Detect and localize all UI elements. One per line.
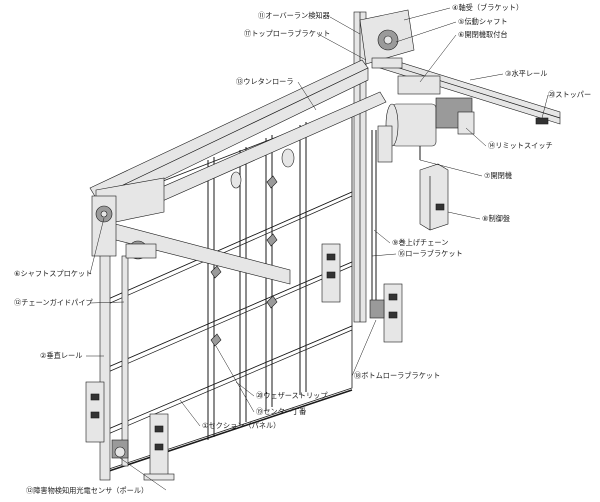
top-right-assembly bbox=[359, 9, 441, 95]
chain-guide-pipe bbox=[121, 255, 129, 467]
vertical-rails bbox=[99, 11, 367, 481]
chain-housing bbox=[377, 125, 393, 163]
label-overrun-sensor: ⑪オーバーラン検知器 bbox=[258, 11, 330, 20]
label-opener-mount: ⑥開閉機取付台 bbox=[458, 30, 508, 39]
label-opener: ⑦開閉機 bbox=[484, 171, 512, 180]
label-stopper: ⑳ストッパー bbox=[548, 90, 591, 99]
label-bottom-roller-bracket: ⑱ボトムローラブラケット bbox=[354, 371, 440, 380]
label-horizontal-rail: ③水平レール bbox=[505, 69, 547, 78]
leader-lines bbox=[86, 7, 549, 491]
urethane-roller bbox=[281, 148, 295, 168]
opener-motor bbox=[391, 103, 437, 147]
label-control-panel: ⑧制御盤 bbox=[482, 214, 510, 223]
center-hinge-marks bbox=[210, 175, 278, 347]
label-bearing-bracket: ④軸受（ブラケット） bbox=[452, 3, 523, 12]
shaft-sprocket-assembly bbox=[91, 195, 157, 260]
label-chain-guide-pipe: ⑫チェーンガイドパイプ bbox=[14, 298, 94, 307]
label-weather-strip: ⑳ウェザーストリップ bbox=[256, 391, 328, 400]
header-structure bbox=[89, 55, 561, 285]
weather-strip bbox=[105, 389, 353, 473]
label-top-roller-bracket: ⑰トップローラブラケット bbox=[244, 29, 330, 38]
label-shaft-sprocket: ⑥シャフトスプロケット bbox=[14, 269, 92, 278]
labels: ⑪オーバーラン検知器 ④軸受（ブラケット） ⑤伝動シャフト ⑥開閉機取付台 ⑰ト… bbox=[14, 3, 591, 495]
bottom-roller-bracket bbox=[369, 299, 385, 319]
label-urethane-roller: ⑬ウレタンローラ bbox=[236, 77, 294, 86]
control-panel bbox=[419, 163, 449, 231]
label-center-hinge: ⑲センター丁番 bbox=[256, 407, 306, 416]
label-lift-chain: ⑨巻上げチェーン bbox=[392, 238, 448, 247]
stopper bbox=[535, 117, 549, 125]
label-roller-bracket: ⑯ローラブラケット bbox=[398, 249, 463, 258]
label-drive-shaft: ⑤伝動シャフト bbox=[458, 17, 508, 26]
label-section-panel: ①セクション（パネル） bbox=[202, 421, 280, 430]
label-limit-switch: ⑭リミットスイッチ bbox=[488, 141, 553, 150]
opener-unit bbox=[377, 97, 475, 163]
label-vertical-rail: ②垂直レール bbox=[40, 351, 82, 360]
label-obstacle-sensor: ⑫障害物検知用光電センサ（ポール） bbox=[26, 486, 148, 495]
control-panel-box bbox=[419, 163, 449, 231]
limit-switch bbox=[457, 111, 475, 135]
opener-mount bbox=[397, 75, 441, 95]
